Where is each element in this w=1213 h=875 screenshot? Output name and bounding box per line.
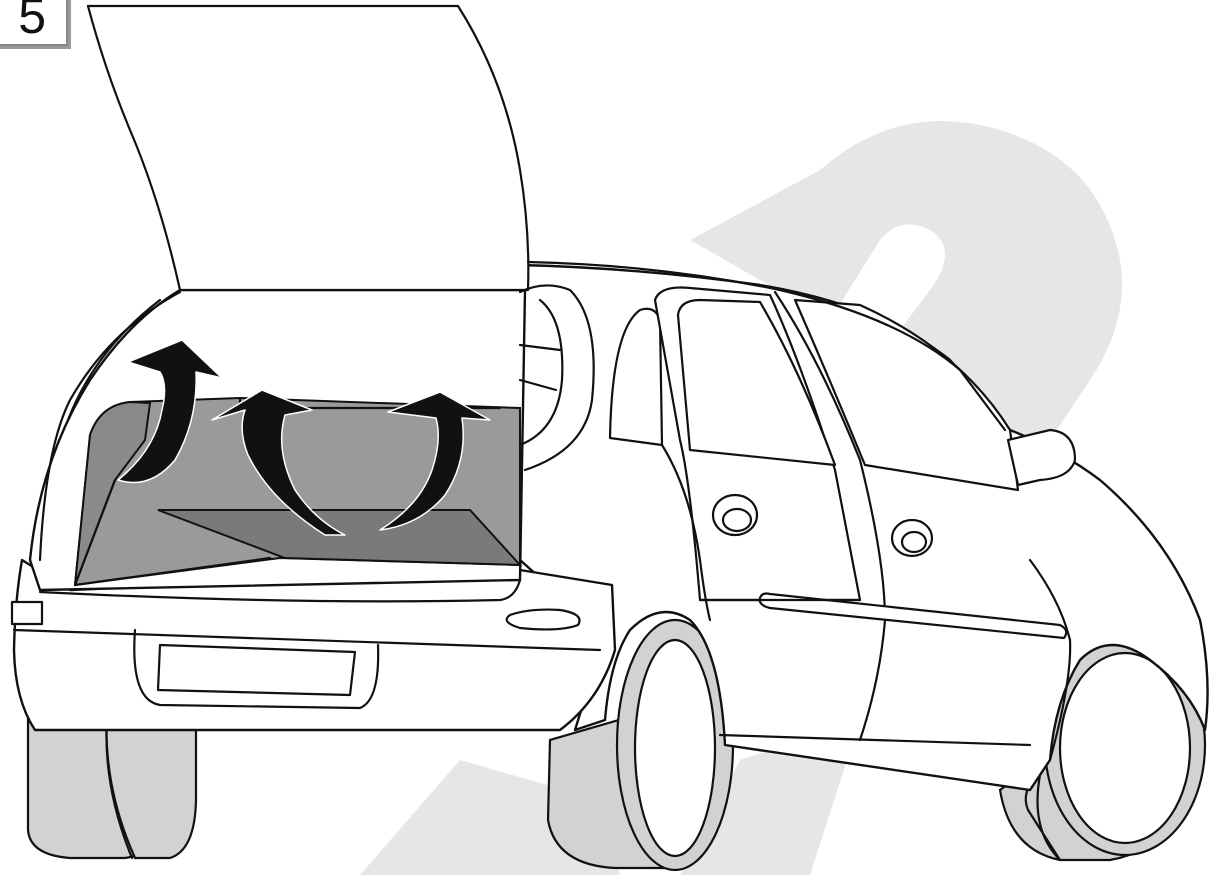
- step-number: 5: [0, 0, 46, 44]
- tailgate: [88, 6, 528, 290]
- rear-light: [12, 602, 42, 624]
- step-number-box: 5: [0, 0, 68, 46]
- rear-reflector: [507, 610, 580, 630]
